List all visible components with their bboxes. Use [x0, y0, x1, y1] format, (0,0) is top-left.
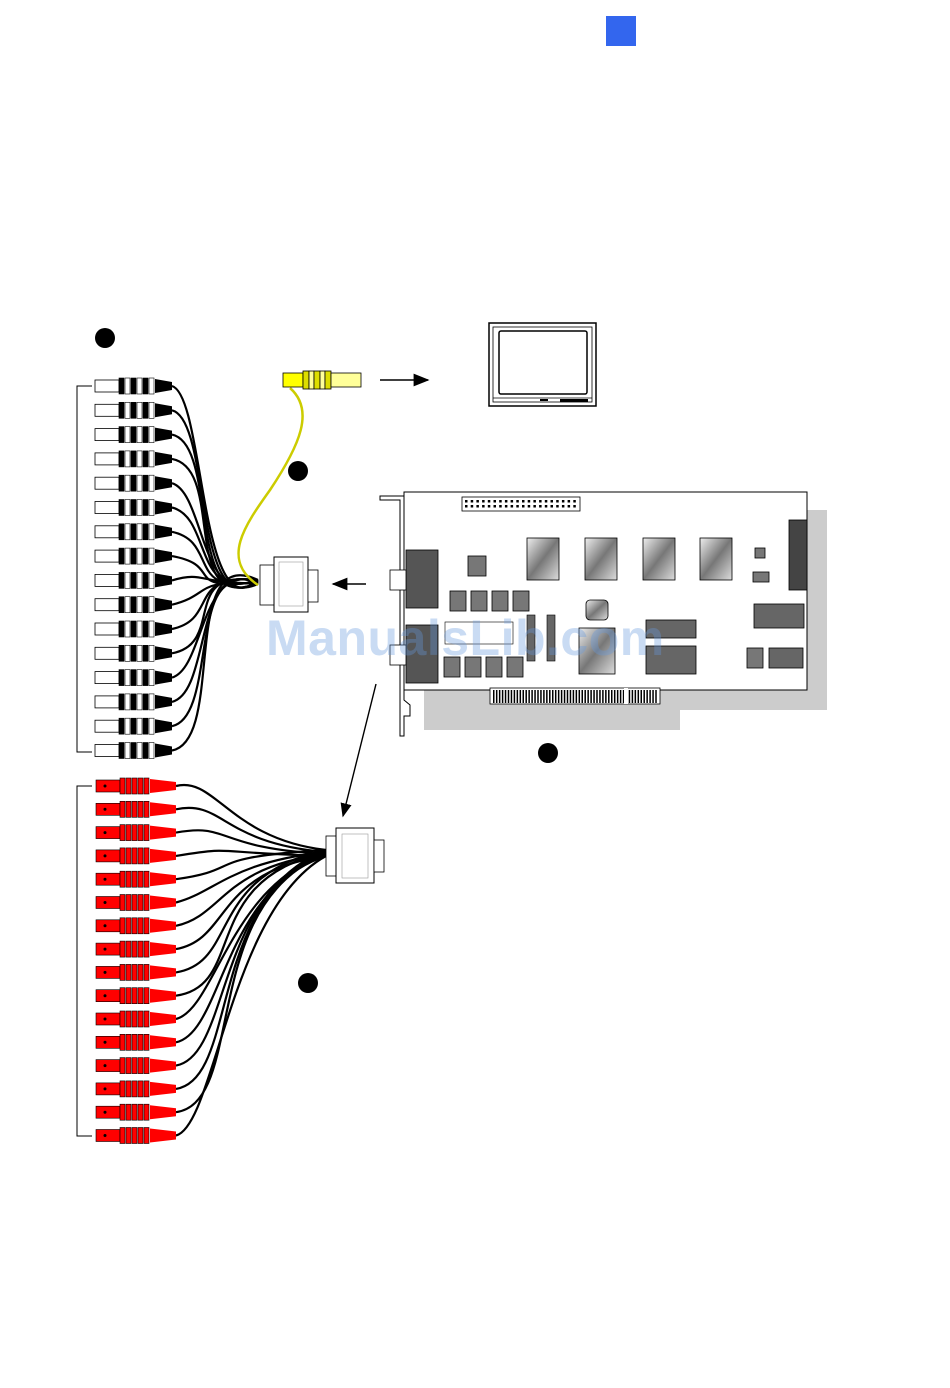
rca-group-bracket: [77, 786, 92, 1136]
rca-connector: [96, 964, 176, 980]
rca-cable-wires: [176, 785, 326, 1136]
rca-connector: [96, 778, 176, 794]
bnc-connector: [95, 597, 172, 613]
rca-connector: [96, 1058, 176, 1074]
bnc-connector: [95, 743, 172, 759]
watermark: ManualsLib.com: [266, 609, 665, 667]
bnc-connector: [95, 694, 172, 710]
callout-marker-video-out: [288, 461, 308, 481]
bnc-dsub-connector: [260, 557, 318, 612]
monitor-icon: [489, 323, 596, 406]
rca-connector: [96, 941, 176, 957]
bnc-connector: [95, 378, 172, 394]
rca-connector: [96, 1011, 176, 1027]
bnc-connector: [95, 572, 172, 588]
bnc-cable-wires: [172, 386, 258, 751]
bnc-connector: [95, 718, 172, 734]
rca-connector: [96, 1128, 176, 1144]
bnc-connector: [95, 548, 172, 564]
rca-connector: [96, 1104, 176, 1120]
video-out-connector: [283, 371, 361, 389]
callout-marker-rca: [298, 973, 318, 993]
bnc-connector: [95, 500, 172, 516]
callout-marker-card: [538, 743, 558, 763]
rca-connector: [96, 1034, 176, 1050]
bnc-connector: [95, 427, 172, 443]
callout-marker-bnc: [95, 328, 115, 348]
bnc-connector: [95, 402, 172, 418]
bnc-connector: [95, 451, 172, 467]
bnc-connector: [95, 670, 172, 686]
rca-dsub-connector: [326, 828, 384, 883]
rca-connector: [96, 988, 176, 1004]
card-to-rca-dsub-arrow: [343, 684, 376, 816]
rca-connector: [96, 918, 176, 934]
bnc-connector: [95, 621, 172, 637]
rca-connector: [96, 801, 176, 817]
bnc-connector: [95, 645, 172, 661]
rca-connector: [96, 871, 176, 887]
rca-connectors: [96, 778, 176, 1144]
bnc-connector: [95, 524, 172, 540]
bnc-connector: [95, 475, 172, 491]
rca-connector: [96, 895, 176, 911]
bnc-group-bracket: [77, 386, 92, 752]
bnc-connectors: [95, 378, 172, 759]
video-out-wire: [239, 388, 303, 585]
rca-connector: [96, 848, 176, 864]
rca-connector: [96, 825, 176, 841]
rca-connector: [96, 1081, 176, 1097]
